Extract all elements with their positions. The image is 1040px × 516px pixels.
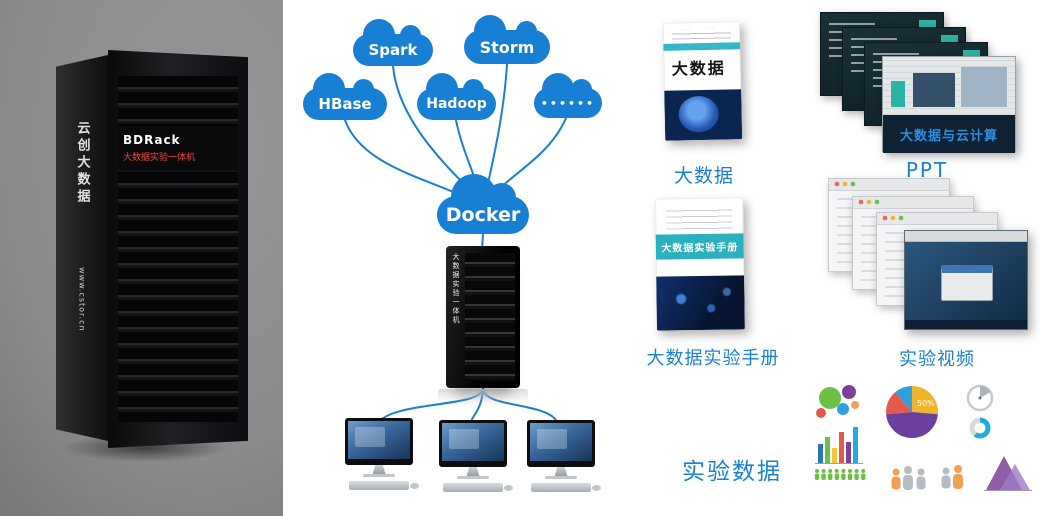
cloud-hbase-label: HBase xyxy=(318,95,372,113)
monitor-screen xyxy=(527,420,595,467)
rack-side-url: www.cstor.cn xyxy=(77,267,87,332)
ppt-front-slide: 大数据与云计算 xyxy=(882,56,1016,153)
server-photo-panel: 云创大数据 www.cstor.cn BDRack 大数据实验一体机 xyxy=(0,0,283,516)
mountain-chart xyxy=(984,456,1032,491)
video-front-window xyxy=(904,230,1028,330)
cloud-hadoop-label: Hadoop xyxy=(426,96,487,112)
cloud-more-label: •••••• xyxy=(540,96,596,110)
keyboard xyxy=(349,481,409,490)
caption-bigdata: 大数据 xyxy=(673,165,734,187)
client-computer-2 xyxy=(436,420,513,492)
pie-percent-label: 50% xyxy=(917,399,935,408)
keyboard xyxy=(531,483,591,492)
people-group-middle xyxy=(891,466,926,490)
video-dialog xyxy=(941,265,993,301)
bar-chart xyxy=(815,427,863,464)
bdrack-server-tower: 云创大数据 www.cstor.cn BDRack 大数据实验一体机 xyxy=(56,50,248,448)
bubble-chart xyxy=(816,385,859,418)
keyboard xyxy=(443,483,503,492)
ppt-slide-collage xyxy=(883,57,1015,115)
cloud-docker-label: Docker xyxy=(445,204,521,226)
cloud-docker: Docker xyxy=(437,174,529,234)
pie-chart: 50% xyxy=(886,386,939,439)
cloud-more: •••••• xyxy=(534,73,602,118)
diagram-rack-label: 大数据实验一体机 xyxy=(452,253,460,325)
rack-title: BDRack xyxy=(123,133,181,147)
monitor-screen xyxy=(345,418,413,465)
mouse xyxy=(504,485,513,491)
monitor-base xyxy=(363,474,395,477)
rack-side-face: 云创大数据 www.cstor.cn xyxy=(56,55,108,441)
rack-side-brand: 云创大数据 xyxy=(74,121,90,206)
ppt-slide-title: 大数据与云计算 xyxy=(899,128,998,144)
monitor-stand xyxy=(466,467,480,476)
monitor-stand xyxy=(554,467,568,476)
cloud-hadoop: Hadoop xyxy=(417,73,496,120)
caption-experiment-data: 实验数据 xyxy=(682,459,782,485)
diagram-rack-slots xyxy=(465,253,515,381)
rack-front-face: BDRack 大数据实验一体机 xyxy=(108,50,248,448)
diagram-server-rack: 大数据实验一体机 xyxy=(446,246,520,388)
monitor-base xyxy=(457,476,489,479)
video-screens-stack xyxy=(828,178,1028,336)
cloud-spark: Spark xyxy=(353,19,433,66)
donut-chart xyxy=(969,417,991,439)
ppt-slide-titlebar: 大数据与云计算 xyxy=(883,115,1015,153)
client-computer-1 xyxy=(342,418,419,490)
caption-videos: 实验视频 xyxy=(899,349,975,370)
rack-subtitle: 大数据实验一体机 xyxy=(123,153,196,163)
cloud-storm: Storm xyxy=(464,15,550,64)
monitor-base xyxy=(545,476,577,479)
monitor-stand xyxy=(372,465,386,474)
mouse xyxy=(410,483,419,489)
ppt-slides-stack: 大数据与云计算 xyxy=(818,12,1016,154)
diagram-rack-base xyxy=(438,389,528,402)
cloud-storm-label: Storm xyxy=(479,37,535,57)
monitor-screen xyxy=(439,420,507,467)
experiment-data-charts: 50% xyxy=(814,384,1032,491)
cloud-spark-label: Spark xyxy=(368,41,418,59)
people-group-right xyxy=(941,465,963,489)
mouse xyxy=(592,485,601,491)
cloud-hbase: HBase xyxy=(303,73,387,120)
clock-chart xyxy=(966,384,994,412)
client-computer-3 xyxy=(524,420,601,492)
rack-front-label: BDRack 大数据实验一体机 xyxy=(118,126,238,170)
caption-manual: 大数据实验手册 xyxy=(646,348,780,369)
people-row-green xyxy=(814,469,866,480)
